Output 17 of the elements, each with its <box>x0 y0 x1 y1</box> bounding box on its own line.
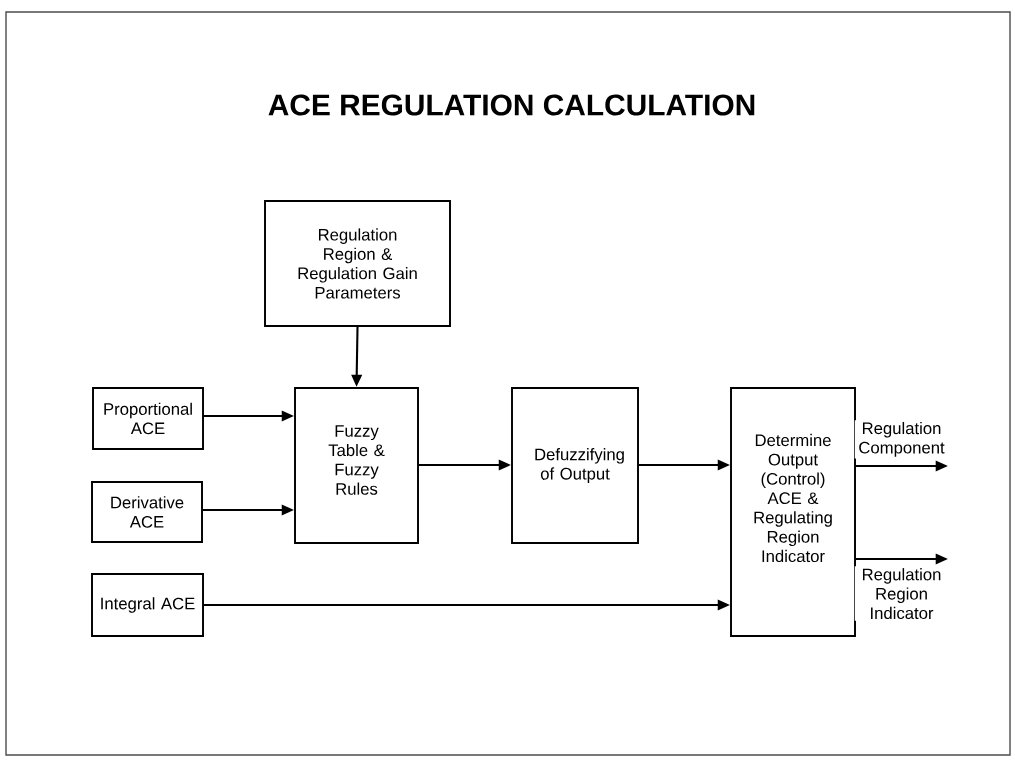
box-text: Determine Output (Control) ACE & Regulating Region Indicator <box>754 433 832 563</box>
box-text: Fuzzy Table & Fuzzy Rules <box>328 425 385 495</box>
title: ACE REGULATION CALCULATION <box>268 94 755 116</box>
process-box <box>91 573 204 637</box>
box-text: Proportional ACE <box>104 402 192 435</box>
box-text: Defuzzifying of Output <box>535 448 624 483</box>
process-box <box>730 387 856 637</box>
box-text: Regulation Region & Regulation Gain Parameters <box>298 228 417 299</box>
edge-label: Regulation Component <box>859 421 945 457</box>
process-box <box>294 387 419 544</box>
process-box <box>91 481 203 543</box>
box-text: Integral ACE <box>101 597 195 613</box>
box-text: Derivative ACE <box>111 496 184 528</box>
process-box <box>92 387 204 450</box>
process-box <box>511 387 639 544</box>
process-box <box>264 200 451 327</box>
edge-label: Regulation Region Indicator <box>863 568 941 620</box>
